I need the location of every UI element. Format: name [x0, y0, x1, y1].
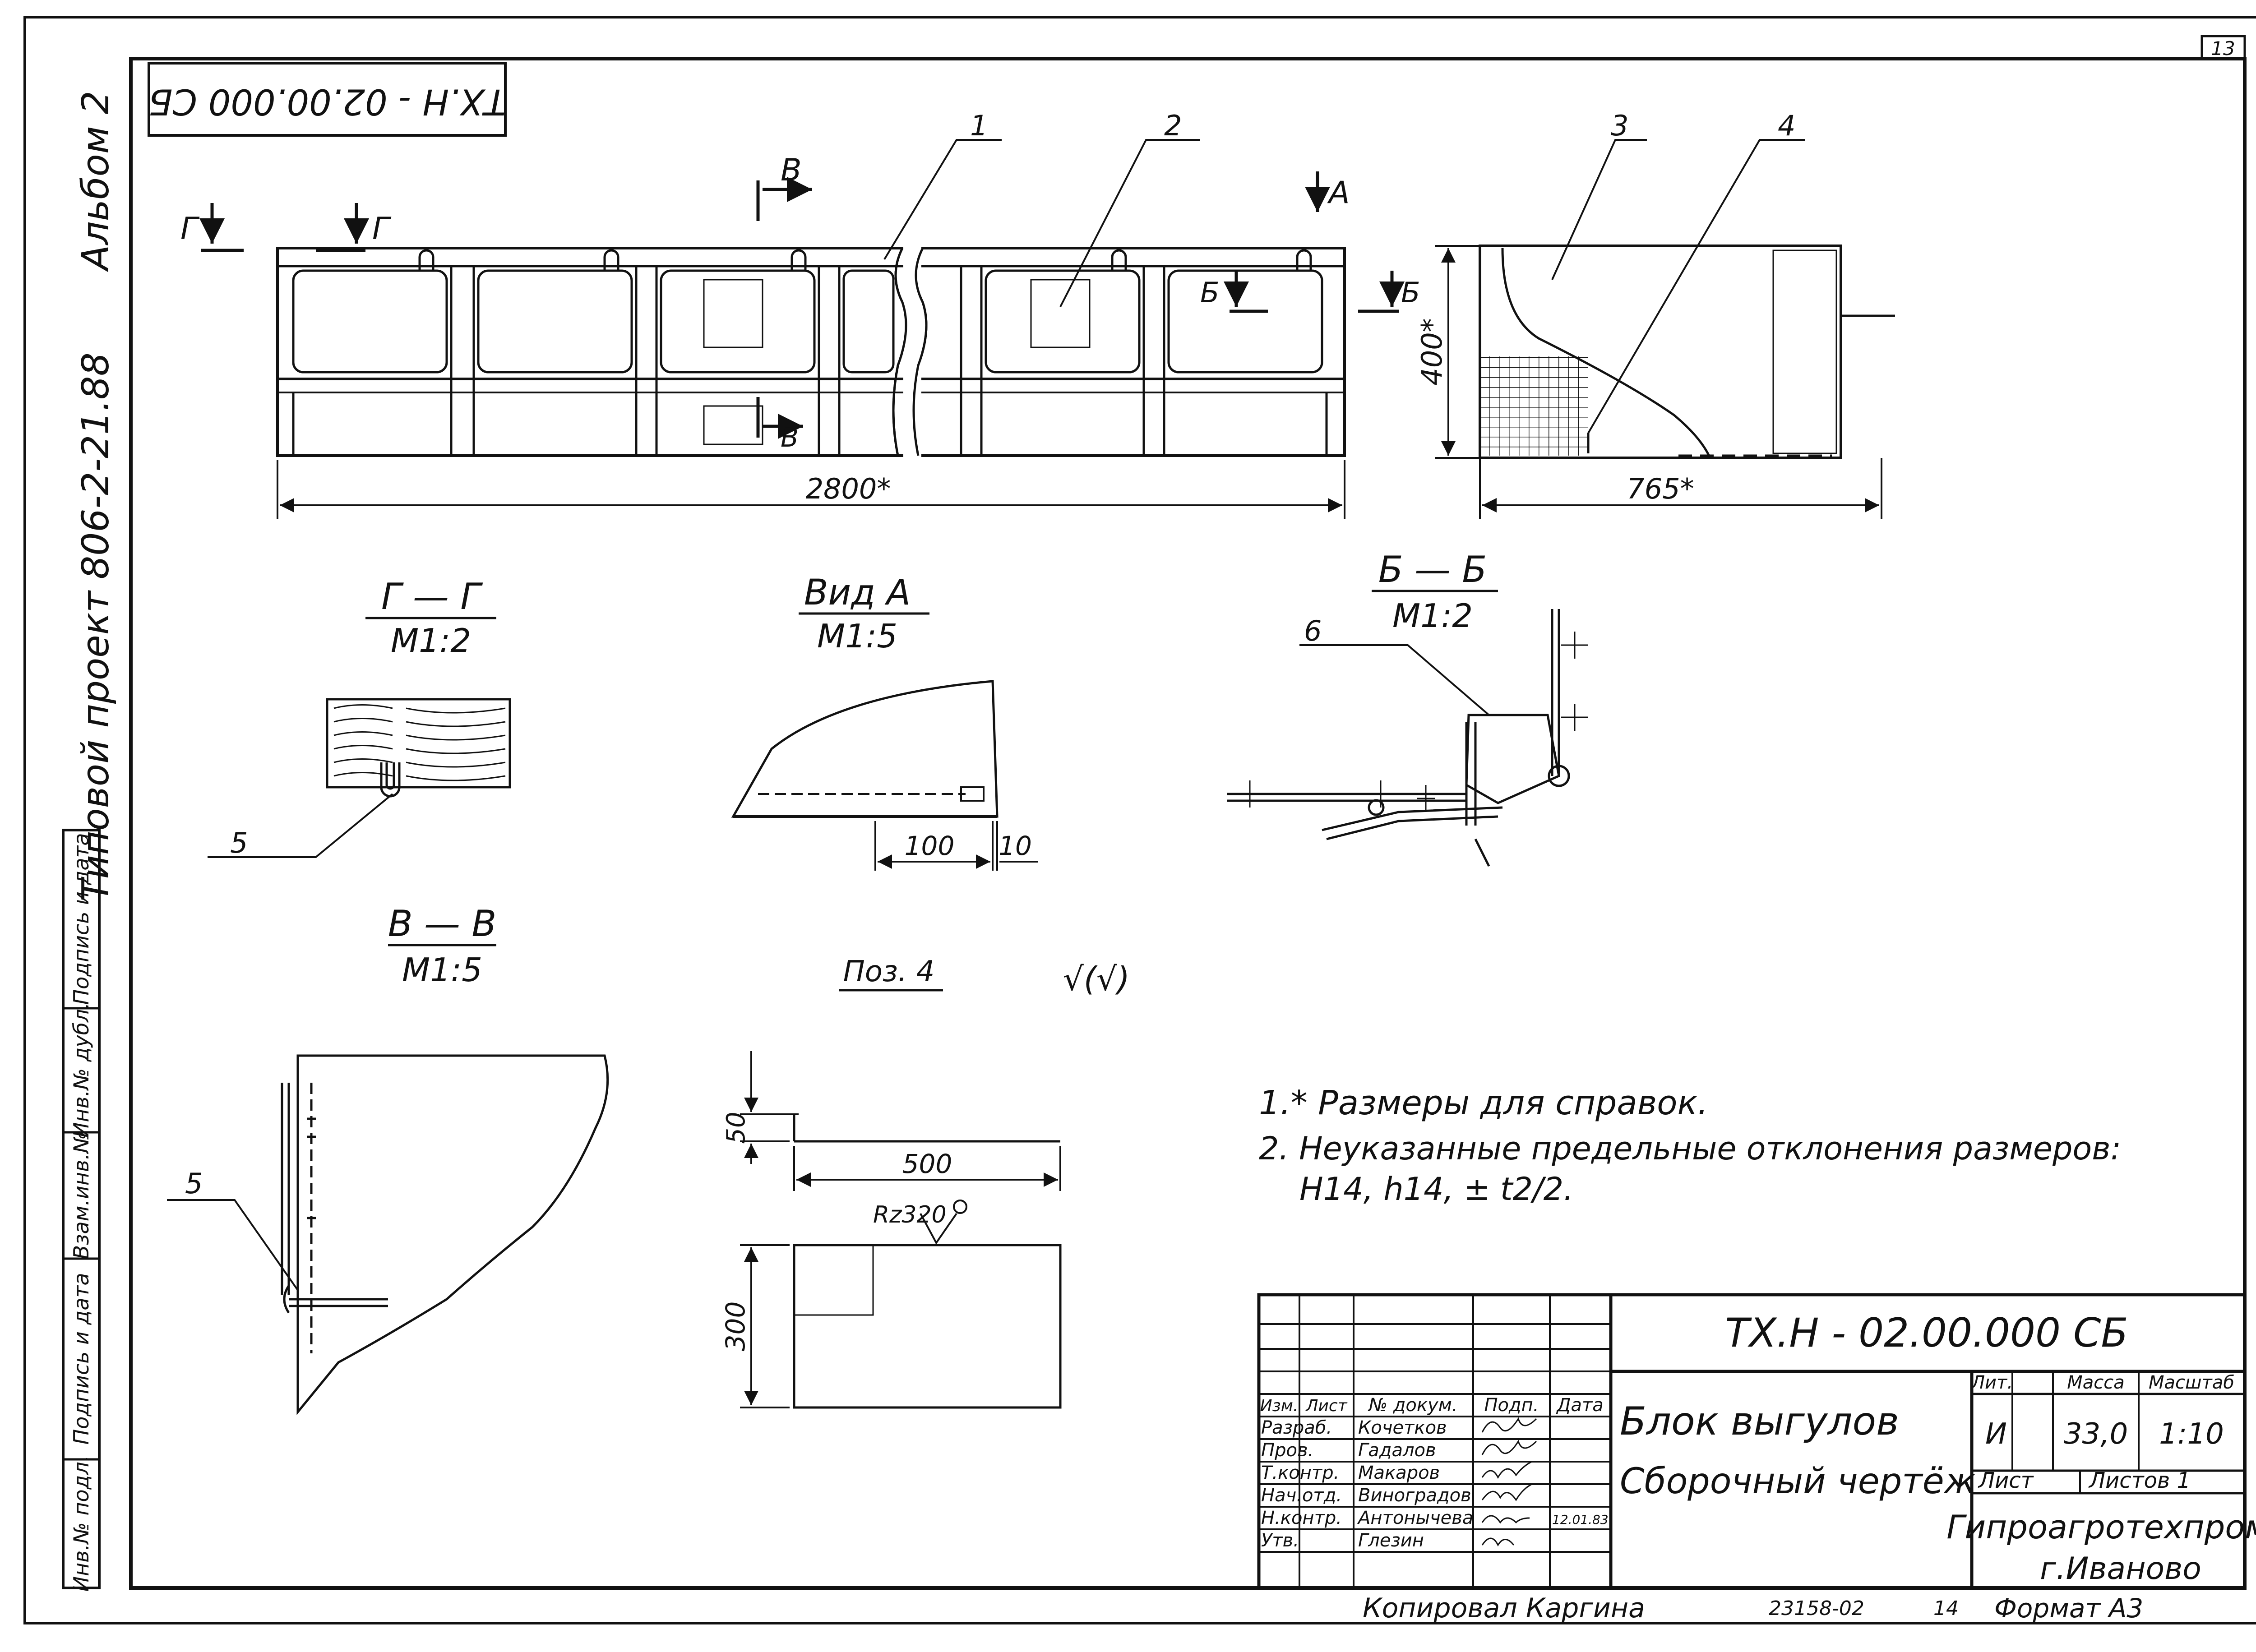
mark-a: А — [1327, 175, 1350, 211]
mark-v-bottom: В — [781, 422, 799, 453]
tb-mass-header: Масса — [2067, 1372, 2125, 1393]
mark-g-left: Г — [180, 211, 200, 247]
side-view: 3 4 400* 765* — [1415, 109, 1895, 519]
tb-role-5: Утв. — [1261, 1530, 1299, 1551]
footer-page: 14 — [1933, 1597, 1959, 1620]
tb-name-1: Гадалов — [1358, 1440, 1436, 1461]
poz4-dim-500: 500 — [902, 1149, 952, 1179]
callout-4: 4 — [1778, 109, 1795, 142]
footer-copied: Копировал Каргина — [1363, 1592, 1645, 1624]
view-a-scale: М1:5 — [817, 617, 897, 655]
section-gg: Г — Г М1:2 5 — [208, 576, 511, 859]
callout-3: 3 — [1611, 109, 1628, 142]
section-bb-title: Б — Б — [1378, 549, 1487, 591]
roughness-mark: Rz320 — [873, 1201, 947, 1228]
callout-2: 2 — [1164, 109, 1182, 142]
tb-mass: 33,0 — [2064, 1417, 2128, 1451]
margin-cell-inv-podl: Инв.№ подл. — [69, 1455, 93, 1592]
tb-name: Блок выгулов — [1620, 1399, 1899, 1444]
tb-hdr-date: Дата — [1556, 1395, 1604, 1416]
margin-cell-sign-date-1: Подпись и дата — [69, 833, 93, 1005]
callout-6: 6 — [1304, 614, 1322, 647]
album-label: Альбом 2 — [74, 91, 117, 272]
tb-city: г.Иваново — [2040, 1551, 2201, 1587]
note-2: 2. Неуказанные предельные отклонения раз… — [1259, 1130, 2121, 1167]
note-3: H14, h14, ± t2/2. — [1299, 1171, 1573, 1208]
tb-role-1: Пров. — [1261, 1440, 1313, 1461]
tb-name-2: Макаров — [1358, 1463, 1440, 1483]
tb-hdr-doc: № докум. — [1368, 1395, 1457, 1416]
dim-length: 2800* — [806, 472, 891, 505]
sheet-number-box: 13 — [2201, 35, 2246, 60]
tb-scale: 1:10 — [2159, 1417, 2224, 1451]
section-gg-title: Г — Г — [381, 576, 483, 618]
section-bb: Б — Б М1:2 6 — [1227, 549, 1588, 867]
surface-finish-mark: √(√) — [1063, 960, 1130, 998]
callout-5-gg: 5 — [230, 826, 248, 859]
section-vv-title: В — В — [388, 903, 497, 945]
view-a-title: Вид А — [804, 572, 911, 613]
main-view: 1 2 В В А Б Б Г Г 2800* — [180, 109, 1420, 519]
project-label: Типовой проект 806-2-21.88 — [74, 352, 117, 901]
tb-sheet: Лист — [1978, 1468, 2034, 1493]
section-bb-scale: М1:2 — [1392, 597, 1473, 635]
dim-height: 400* — [1415, 318, 1448, 385]
poz4-title: Поз. 4 — [843, 955, 935, 988]
note-1: 1.* Размеры для справок. — [1259, 1084, 1708, 1122]
tb-scale-header: Масштаб — [2149, 1372, 2234, 1393]
code-stamp: ТХ.Н - 02.00.000 СБ — [148, 62, 507, 137]
tb-name-0: Кочетков — [1358, 1417, 1447, 1438]
tb-hdr-izm: Изм. — [1260, 1397, 1299, 1415]
tb-sheets: Листов 1 — [2088, 1468, 2191, 1493]
part-poz4: Поз. 4 √(√) 50 500 Rz320 300 — [720, 955, 1130, 1409]
mark-b-left: Б — [1200, 276, 1220, 309]
view-a: Вид А М1:5 100 10 — [731, 572, 1038, 871]
left-margin: Альбом 2 Типовой проект 806-2-21.88 Подп… — [62, 91, 117, 1592]
tb-name-5: Глезин — [1358, 1530, 1424, 1551]
callout-5-vv: 5 — [185, 1167, 203, 1200]
tb-name-4: Антонычева — [1357, 1508, 1473, 1528]
tb-doc-type: Сборочный чертёж — [1620, 1461, 1976, 1502]
mark-g-right: Г — [372, 211, 392, 247]
sheet-number: 13 — [2211, 37, 2235, 60]
tb-date-value: 12.01.83 — [1552, 1512, 1609, 1527]
notes: 1.* Размеры для справок. 2. Неуказанные … — [1259, 1084, 2121, 1208]
poz4-dim-50: 50 — [721, 1112, 751, 1144]
section-gg-scale: М1:2 — [391, 622, 471, 660]
tb-name-3: Виноградов — [1358, 1485, 1471, 1506]
view-a-dim-10: 10 — [999, 831, 1032, 861]
tb-role-3: Нач.отд. — [1261, 1485, 1342, 1506]
tb-org: Гипроагротехпром — [1946, 1508, 2256, 1546]
section-vv: В — В М1:5 5 — [167, 903, 609, 1416]
footer-inventory: 23158-02 — [1769, 1597, 1864, 1620]
tb-role-0: Разраб. — [1261, 1417, 1332, 1438]
view-a-dim-100: 100 — [905, 831, 955, 861]
code-stamp-text: ТХ.Н - 02.00.000 СБ — [148, 81, 506, 122]
tb-role-2: Т.контр. — [1261, 1463, 1339, 1483]
tb-hdr-sign: Подп. — [1484, 1395, 1539, 1416]
footer: Копировал Каргина 23158-02 14 Формат А3 — [1363, 1592, 2143, 1624]
dim-width: 765* — [1627, 472, 1694, 505]
callout-1: 1 — [970, 109, 988, 142]
margin-cell-inv-dubl: Инв.№ дубл. — [69, 1002, 93, 1138]
poz4-dim-300: 300 — [720, 1301, 751, 1352]
footer-format: Формат А3 — [1994, 1593, 2143, 1624]
sheet-frame — [23, 16, 2256, 1624]
margin-cell-sign-date-2: Подпись и дата — [69, 1273, 93, 1444]
tb-code: ТХ.Н - 02.00.000 СБ — [1725, 1310, 2128, 1356]
tb-hdr-list: Лист — [1305, 1397, 1347, 1415]
title-block: Изм. Лист № докум. Подп. Дата Разраб. Ко… — [1257, 1293, 2256, 1590]
margin-cell-vzam-inv: Взам.инв.№ — [69, 1131, 93, 1259]
section-vv-scale: М1:5 — [402, 951, 482, 989]
tb-lit-header: Лит. — [1970, 1372, 2013, 1393]
mark-v-top: В — [781, 152, 802, 188]
tb-role-4: Н.контр. — [1261, 1508, 1342, 1528]
mark-b-right: Б — [1401, 276, 1420, 309]
tb-lit: И — [1985, 1417, 2007, 1451]
